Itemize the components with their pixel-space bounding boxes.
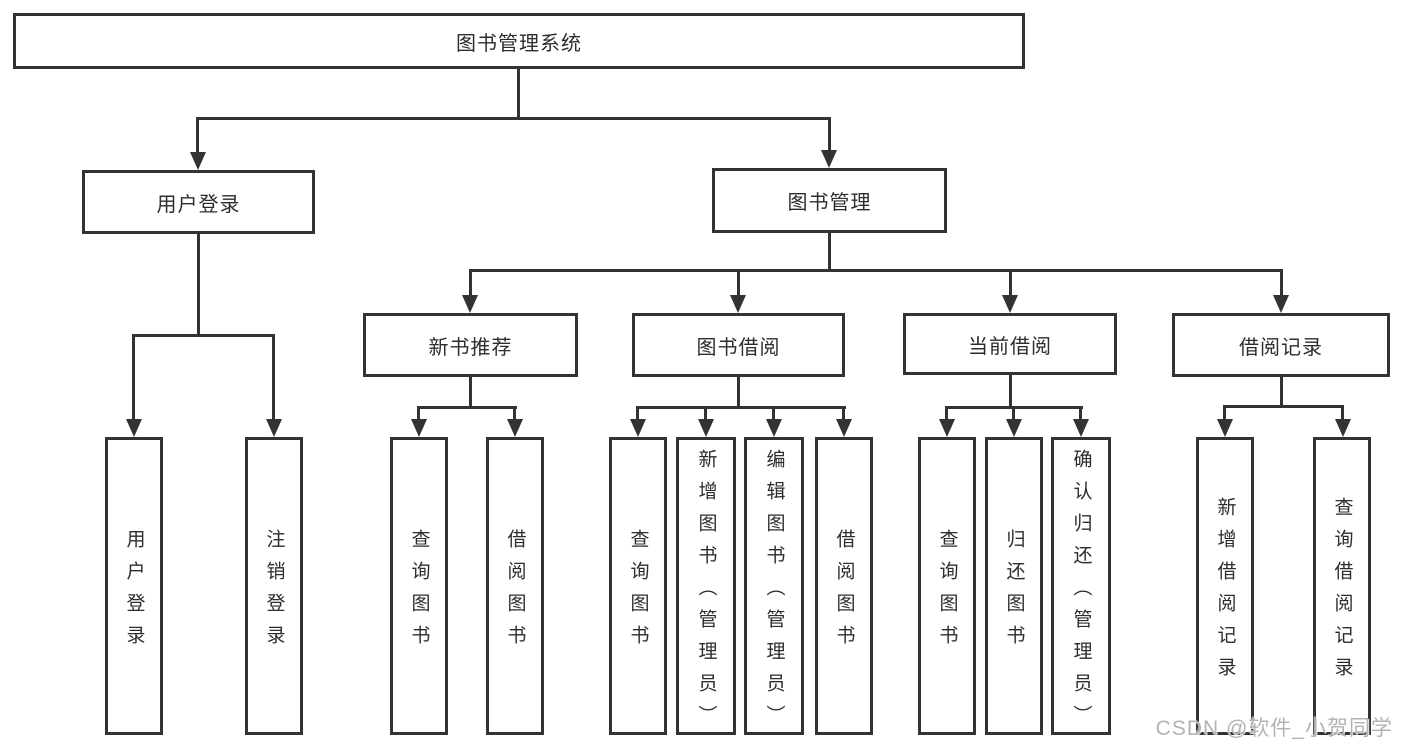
node-label: 注销登录 (263, 528, 285, 657)
node-label: 图书管理 (787, 192, 872, 214)
connector-line (132, 334, 135, 422)
node-label: 用户登录 (123, 528, 145, 657)
connector-line (1280, 269, 1283, 298)
connector-line (1009, 269, 1012, 298)
node-current-borrow: 当前借阅 (903, 313, 1117, 375)
connector-line (842, 406, 845, 422)
arrowhead-icon (766, 419, 782, 437)
node-new-book-recommend: 新书推荐 (363, 313, 578, 377)
node-label: 查询图书 (627, 528, 649, 657)
connector-line (469, 269, 472, 298)
connector-line (272, 334, 275, 422)
node-logout: 注销登录 (245, 437, 303, 735)
node-return-books: 归还图书 (985, 437, 1043, 735)
node-query-books-current: 查询图书 (918, 437, 976, 735)
connector-line (1280, 377, 1283, 408)
arrowhead-icon (1006, 419, 1022, 437)
node-borrow-books: 借阅图书 (815, 437, 873, 735)
node-label: 图书管理系统 (456, 32, 582, 55)
connector-line (1009, 375, 1012, 409)
connector-line (196, 117, 831, 120)
connector-line (828, 233, 831, 272)
node-query-books-borrow: 查询图书 (609, 437, 667, 735)
node-label: 新增图书（管理员） (695, 448, 717, 737)
connector-line (132, 334, 275, 337)
connector-line (1341, 405, 1344, 422)
connector-line (704, 406, 707, 422)
arrowhead-icon (630, 419, 646, 437)
node-label: 归还图书 (1003, 528, 1025, 657)
arrowhead-icon (190, 152, 206, 170)
node-label: 图书借阅 (696, 336, 781, 359)
node-label: 借阅记录 (1239, 336, 1323, 359)
node-label: 借阅图书 (504, 528, 526, 657)
node-label: 查询图书 (936, 528, 958, 657)
arrowhead-icon (939, 419, 955, 437)
node-library-system: 图书管理系统 (13, 13, 1025, 69)
node-add-books-admin: 新增图书（管理员） (676, 437, 736, 737)
node-borrow-records: 借阅记录 (1172, 313, 1390, 377)
connector-line (517, 68, 520, 119)
connector-line (636, 406, 639, 422)
connector-line (772, 406, 775, 422)
connector-line (737, 269, 740, 298)
node-label: 新书推荐 (428, 336, 513, 359)
connector-line (945, 406, 948, 422)
csdn-watermark: CSDN @软件_小贺同学 (1155, 717, 1393, 740)
connector-line (469, 377, 472, 409)
arrowhead-icon (836, 419, 852, 437)
arrowhead-icon (821, 150, 837, 168)
connector-line (828, 117, 831, 153)
node-query-books-recommend: 查询图书 (390, 437, 448, 735)
node-confirm-return-admin: 确认归还（管理员） (1051, 437, 1111, 737)
node-label: 确认归还（管理员） (1070, 448, 1092, 737)
arrowhead-icon (730, 295, 746, 313)
node-label: 编辑图书（管理员） (763, 448, 785, 737)
node-label: 新增借阅记录 (1214, 496, 1236, 689)
connector-line (737, 377, 740, 409)
connector-line (197, 234, 200, 337)
connector-line (417, 406, 517, 409)
arrowhead-icon (462, 295, 478, 313)
arrowhead-icon (1002, 295, 1018, 313)
connector-line (469, 269, 1283, 272)
node-label: 查询图书 (408, 528, 430, 657)
node-label: 查询借阅记录 (1331, 496, 1353, 689)
arrowhead-icon (126, 419, 142, 437)
node-edit-books-admin: 编辑图书（管理员） (744, 437, 804, 737)
connector-line (1223, 405, 1344, 408)
node-label: 当前借阅 (968, 335, 1052, 358)
arrowhead-icon (411, 419, 427, 437)
node-query-borrow-record: 查询借阅记录 (1313, 437, 1371, 735)
node-book-management: 图书管理 (712, 168, 947, 233)
connector-line (417, 406, 420, 422)
node-borrow-books-recommend: 借阅图书 (486, 437, 544, 735)
node-label: 借阅图书 (833, 528, 855, 657)
arrowhead-icon (698, 419, 714, 437)
node-user-login: 用户登录 (105, 437, 163, 735)
node-user-login-group: 用户登录 (82, 170, 315, 234)
arrowhead-icon (507, 419, 523, 437)
connector-line (1012, 406, 1015, 422)
node-label: 用户登录 (156, 193, 241, 216)
connector-line (196, 117, 199, 155)
connector-line (513, 406, 516, 422)
node-book-borrow: 图书借阅 (632, 313, 845, 377)
connector-line (1079, 406, 1082, 422)
arrowhead-icon (1273, 295, 1289, 313)
arrowhead-icon (266, 419, 282, 437)
node-add-borrow-record: 新增借阅记录 (1196, 437, 1254, 735)
connector-line (1223, 405, 1226, 422)
connector-line (636, 406, 846, 409)
arrowhead-icon (1217, 419, 1233, 437)
arrowhead-icon (1335, 419, 1351, 437)
arrowhead-icon (1073, 419, 1089, 437)
